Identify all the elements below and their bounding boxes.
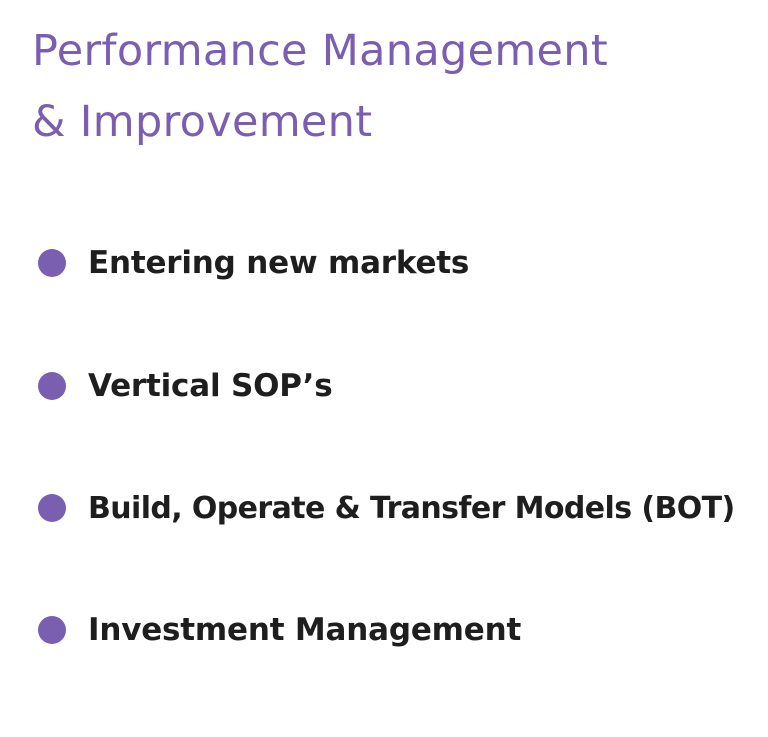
page-title-line-2: & Improvement <box>32 97 373 147</box>
bullet-circle-icon <box>38 249 66 277</box>
list-item: Vertical SOP’s <box>38 366 333 406</box>
list-item-label: Build, Operate & Transfer Models (BOT) <box>88 490 735 526</box>
list-item: Build, Operate & Transfer Models (BOT) <box>38 488 735 528</box>
list-item-label: Entering new markets <box>88 245 470 281</box>
bullet-circle-icon <box>38 494 66 522</box>
list-item: Investment Management <box>38 610 521 650</box>
bullet-circle-icon <box>38 372 66 400</box>
list-item-label: Investment Management <box>88 612 522 648</box>
page-title-line-1: Performance Management <box>32 26 609 76</box>
page-title: Performance Management & Improvement <box>32 16 608 158</box>
list-item-label: Vertical SOP’s <box>88 368 333 404</box>
list-item: Entering new markets <box>38 243 469 283</box>
bullet-circle-icon <box>38 616 66 644</box>
